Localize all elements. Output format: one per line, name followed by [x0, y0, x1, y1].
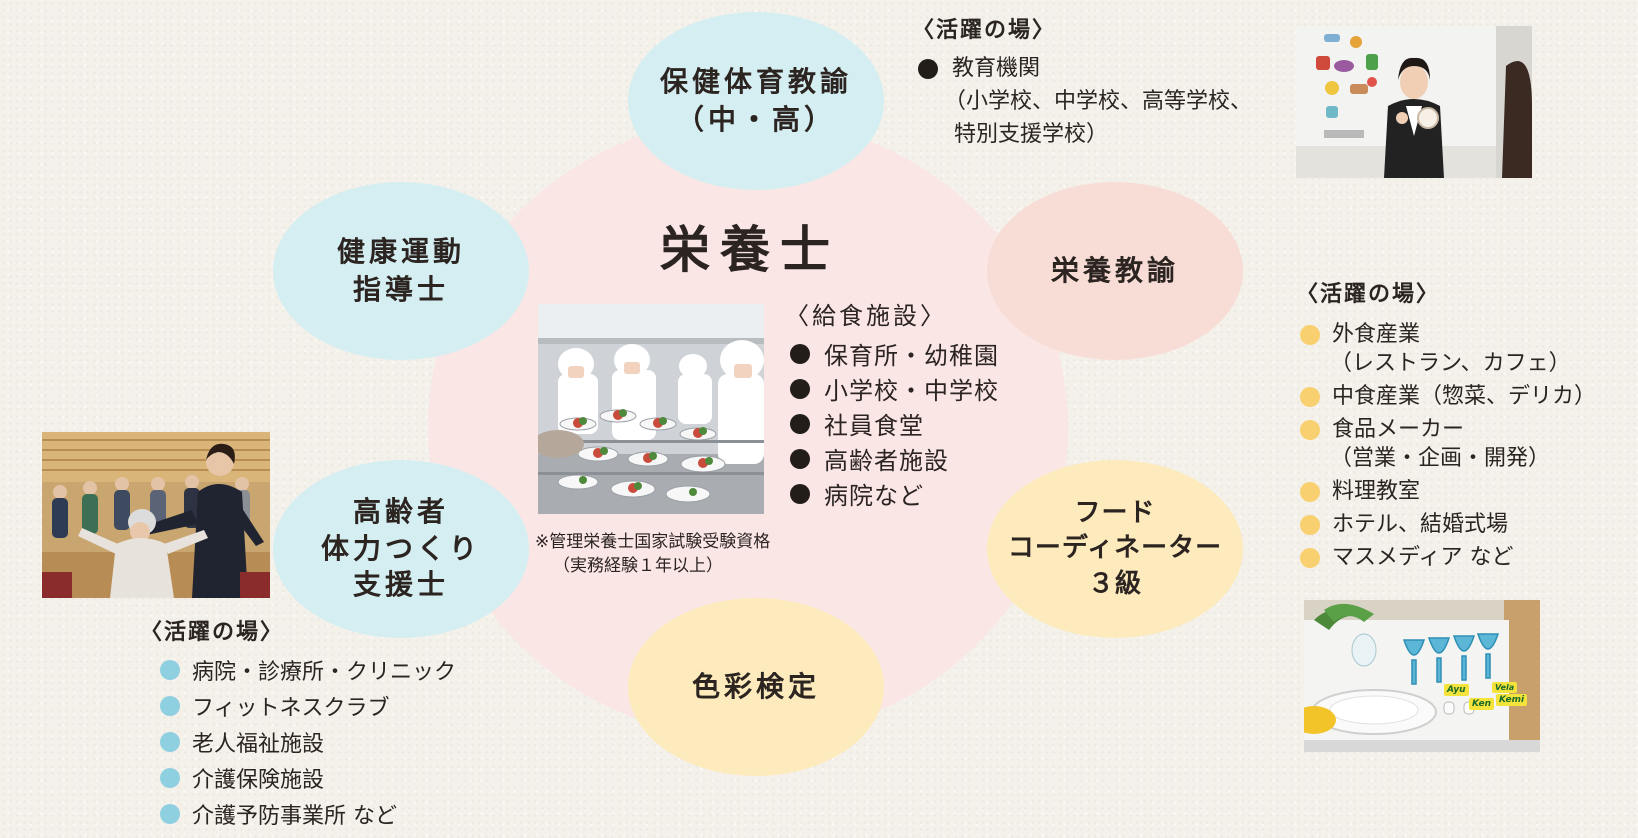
bullet-icon	[1300, 419, 1320, 440]
right-heading: 〈活躍の場〉	[1296, 282, 1441, 307]
bullet-icon	[160, 804, 180, 824]
teacher-photo	[1296, 26, 1532, 178]
list-item: 料理教室	[1300, 477, 1596, 506]
list-item: 高齢者施設	[790, 441, 999, 476]
list-item: 社員食堂	[790, 406, 999, 441]
bullet-icon	[1300, 547, 1320, 568]
node-color-test: 色彩検定	[628, 598, 884, 776]
node-nutrition-teacher: 栄養教諭	[987, 182, 1243, 360]
place-card: Ken	[1469, 698, 1494, 710]
cafeteria-photo	[538, 304, 764, 514]
bullet-icon	[790, 413, 810, 434]
left-heading: 〈活躍の場〉	[140, 620, 285, 645]
place-card: Kemi	[1496, 694, 1528, 706]
right-list: 外食産業 （レストラン、カフェ） 中食産業（惣菜、デリカ） 食品メーカー （営業…	[1300, 320, 1596, 572]
node-food-coordinator: フード コーディネーター ３級	[987, 460, 1243, 638]
list-item: フィットネスクラブ	[160, 688, 456, 724]
bullet-icon	[918, 58, 938, 79]
list-item: マスメディア など	[1300, 543, 1596, 572]
bullet-icon	[790, 483, 810, 504]
bullet-icon	[160, 768, 180, 788]
qualification-note: ※管理栄養士国家試験受験資格 （実務経験１年以上）	[535, 532, 771, 576]
place-card: Ayu	[1444, 684, 1469, 696]
list-item: 介護保険施設	[160, 760, 456, 796]
list-item: 外食産業 （レストラン、カフェ）	[1300, 320, 1596, 378]
bullet-icon	[160, 696, 180, 716]
node-elderly-fitness: 高齢者 体力つくり 支援士	[273, 460, 529, 638]
bullet-icon	[1300, 324, 1320, 345]
list-item: 介護予防事業所 など	[160, 796, 456, 832]
bullet-icon	[160, 732, 180, 752]
list-item: 病院・診療所・クリニック	[160, 652, 456, 688]
center-title: 栄養士	[660, 221, 840, 279]
list-item: 小学校・中学校	[790, 371, 999, 406]
left-list: 病院・診療所・クリニック フィットネスクラブ 老人福祉施設 介護保険施設 介護予…	[160, 652, 456, 832]
list-item: 病院など	[790, 476, 999, 511]
facility-heading: 〈給食施設〉	[785, 302, 947, 330]
list-item: 食品メーカー （営業・企画・開発）	[1300, 415, 1596, 473]
list-item: 中食産業（惣菜、デリカ）	[1300, 382, 1596, 411]
bullet-icon	[790, 378, 810, 399]
bullet-icon	[1300, 386, 1320, 407]
bullet-icon	[790, 343, 810, 364]
list-item: 老人福祉施設	[160, 724, 456, 760]
top-right-heading: 〈活躍の場〉	[912, 18, 1057, 43]
bullet-icon	[1300, 481, 1320, 502]
exercise-photo	[42, 432, 270, 598]
node-pe-teacher: 保健体育教諭 （中・高）	[628, 12, 884, 190]
bullet-icon	[1300, 514, 1320, 535]
education-item: 教育機関 （小学校、中学校、高等学校、 特別支援学校）	[918, 52, 1252, 151]
node-health-exercise: 健康運動 指導士	[273, 182, 529, 360]
bullet-icon	[790, 448, 810, 469]
place-card: Vela	[1492, 682, 1518, 693]
table-setting-photo: Ayu Ken Kemi Vela	[1304, 600, 1540, 752]
facility-list: 保育所・幼稚園 小学校・中学校 社員食堂 高齢者施設 病院など	[790, 336, 999, 511]
bullet-icon	[160, 660, 180, 680]
list-item: 保育所・幼稚園	[790, 336, 999, 371]
list-item: ホテル、結婚式場	[1300, 510, 1596, 539]
